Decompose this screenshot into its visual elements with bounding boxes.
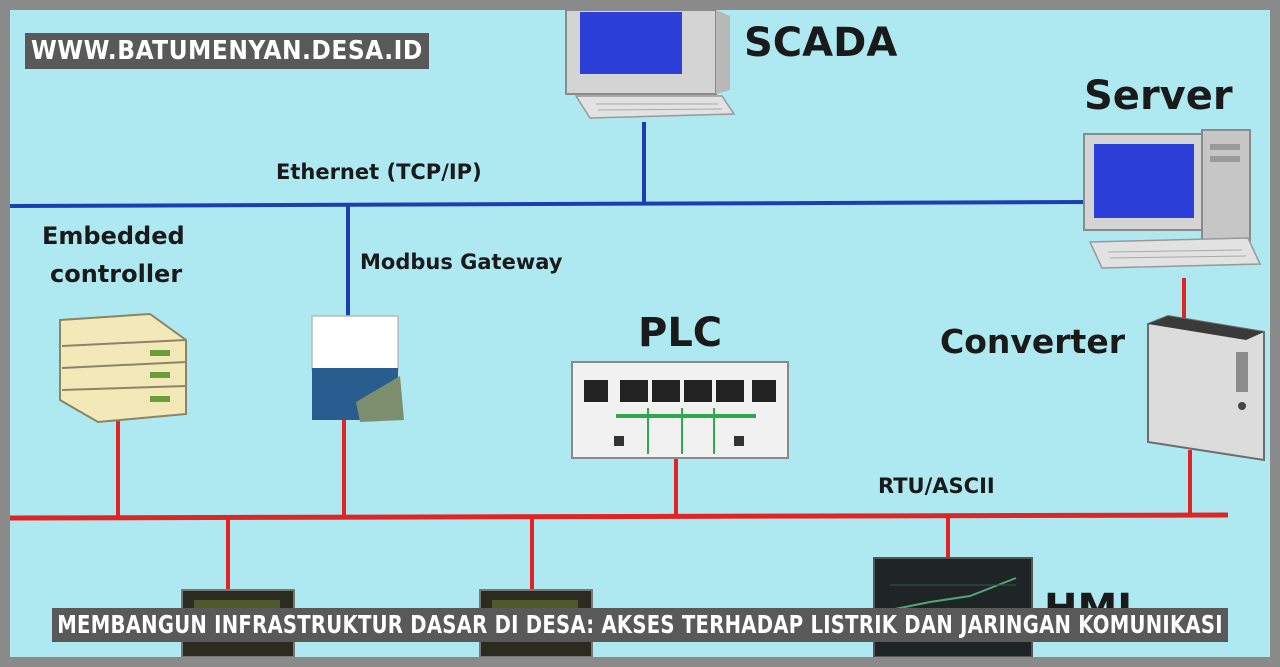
embedded-controller-icon [59,312,187,424]
plc-icon [571,361,789,459]
serial-line [10,512,1229,521]
serial-bus [10,278,1229,590]
website-url-banner: WWW.BATUMENYAN.DESA.ID [25,33,429,69]
converter-icon [1147,314,1265,462]
ethernet-bus [10,122,1091,316]
modbus-gateway-icon [311,315,404,422]
modbus-gateway-label: Modbus Gateway [360,250,563,274]
ethernet-line [10,200,1091,208]
network-diagram: SCADA Server Ethernet (TCP/IP) Embedded … [10,10,1270,657]
server-computer-icon [1083,129,1262,269]
scada-computer-icon [565,10,736,119]
serial-bus-label: RTU/ASCII [878,474,995,498]
embedded-label-line2: controller [50,260,183,288]
converter-label: Converter [940,322,1125,361]
plc-label: PLC [638,310,723,356]
server-label: Server [1084,73,1233,119]
ethernet-bus-label: Ethernet (TCP/IP) [276,160,482,184]
embedded-label-line1: Embedded [42,222,185,250]
scada-label: SCADA [744,20,898,66]
article-title-banner: MEMBANGUN INFRASTRUKTUR DASAR DI DESA: A… [52,608,1229,642]
